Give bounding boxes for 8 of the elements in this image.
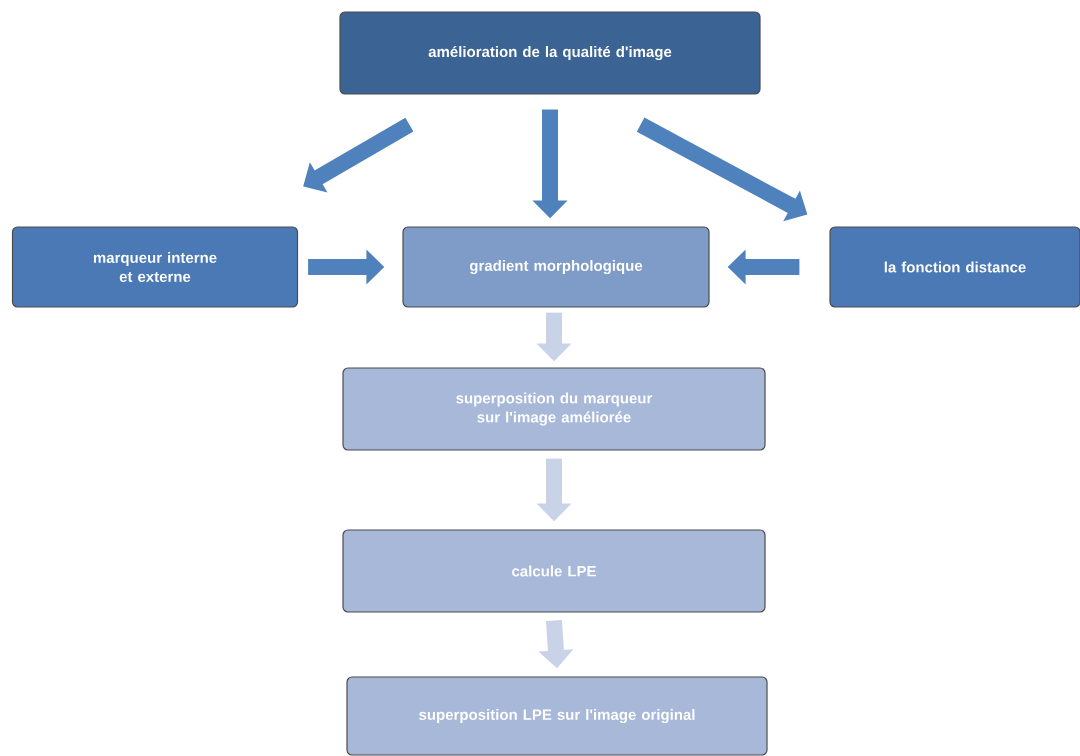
process-box: amélioration de la qualité d'image	[339, 11, 761, 95]
process-box: gradient morphologique	[402, 226, 710, 308]
process-box: superposition LPE sur l'image original	[346, 676, 768, 756]
process-box: superposition du marqueur sur l'image améliorée	[342, 367, 766, 451]
block-arrow	[303, 117, 414, 193]
process-box: la fonction distance	[829, 226, 1080, 308]
process-box: marqueur interne et externe	[11, 226, 299, 308]
process-box: calcule LPE	[342, 529, 766, 613]
